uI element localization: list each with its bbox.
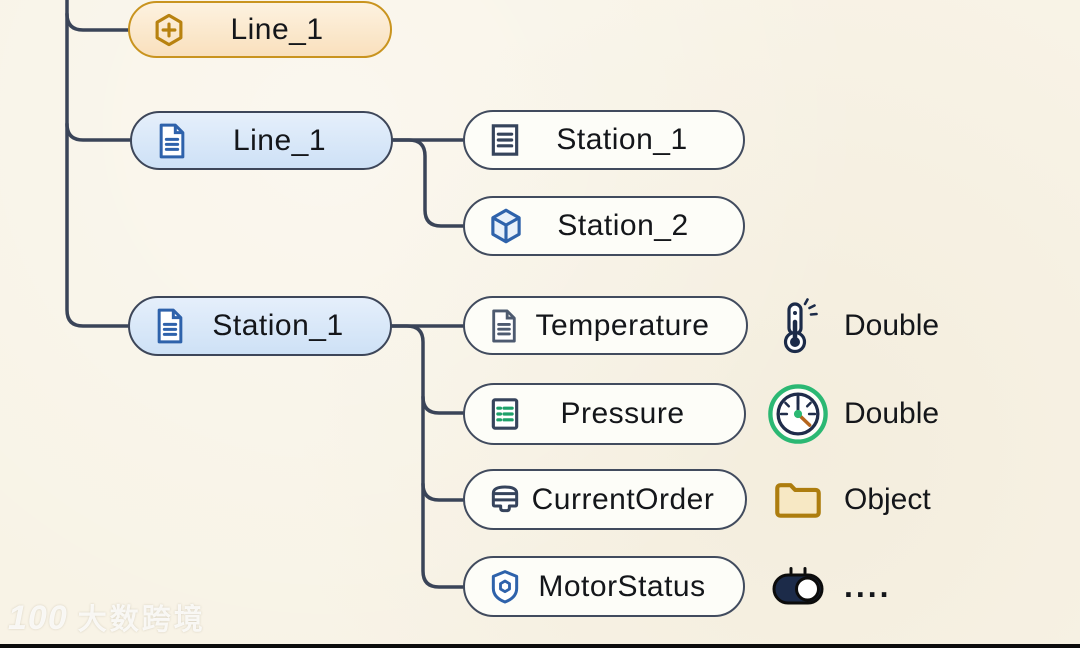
type-annotation-motorstatus: .... [766,556,892,617]
watermark-text: 大数跨境 [77,604,206,636]
bottom-bar [0,644,1080,648]
document-icon [485,307,523,345]
node-label: Line_1 [232,123,327,157]
watermark: 100 大数跨境 [8,596,206,638]
gauge-icon [766,383,830,445]
node-label: Line_1 [230,12,324,46]
type-annotation-temperature: Double [766,296,939,356]
tree-node-currentorder[interactable]: CurrentOrder [463,469,747,530]
type-annotation-pressure: Double [766,383,939,445]
shield-icon [485,567,525,607]
hexagon-plus-icon [150,11,188,49]
note-lines-icon [485,120,525,160]
node-label: Pressure [560,397,685,430]
cube-icon [485,205,527,247]
list-icon [485,394,525,434]
type-label: Double [844,397,940,430]
tree-node-station1[interactable]: Station_1 [128,296,392,356]
node-label: Temperature [535,308,710,342]
type-label: .... [844,568,892,604]
tree-node-temperature[interactable]: Temperature [463,296,748,355]
document-icon [150,306,190,346]
type-label: Object [844,482,931,516]
tree-node-motorstatus[interactable]: MotorStatus [463,556,745,617]
watermark-logo: 100 [8,599,68,637]
node-label: Station_2 [557,209,689,242]
node-label: MotorStatus [538,569,706,603]
node-label: Station_1 [212,309,344,342]
tree-node-line1-root[interactable]: Line_1 [128,1,392,58]
node-label: Station_1 [556,123,688,156]
tree-node-pressure[interactable]: Pressure [463,383,746,445]
tree-node-station2[interactable]: Station_2 [463,196,745,256]
folder-icon [766,476,830,524]
type-annotation-currentorder: Object [766,469,931,530]
document-icon [152,121,192,161]
database-icon [485,480,525,520]
tree-node-station1-child[interactable]: Station_1 [463,110,745,170]
tree-node-line1[interactable]: Line_1 [130,111,393,170]
node-label: CurrentOrder [531,482,715,516]
thermometer-icon [766,296,830,356]
type-label: Double [844,309,940,342]
toggle-icon [766,565,830,609]
